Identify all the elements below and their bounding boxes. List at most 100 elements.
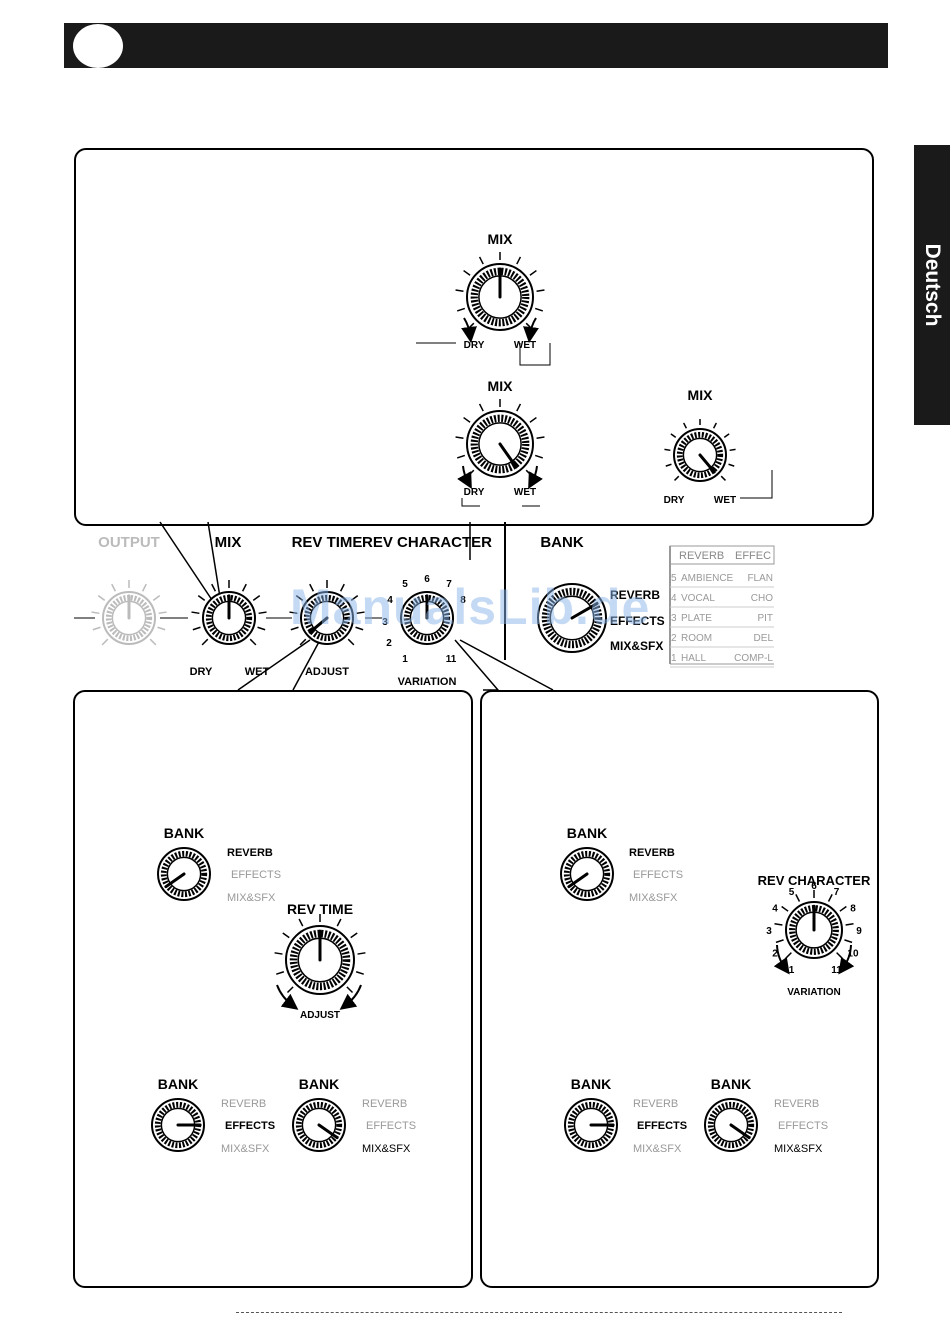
- left-bank2-title: BANK: [158, 1076, 198, 1092]
- panel-bank-mixsfx: MIX&SFX: [610, 639, 663, 653]
- right-bank1-title: BANK: [567, 825, 607, 841]
- rev-character-explanation-box: [480, 690, 879, 1288]
- mix-knob-center: [416, 252, 551, 366]
- mix-knob-center-wet: WET: [514, 340, 536, 351]
- table-row-effect: FLAN: [747, 573, 773, 584]
- left-bank-knob-3: [292, 1098, 346, 1152]
- table-row-effect: COMP-L: [734, 653, 773, 664]
- left-rev-time-adjust: ADJUST: [300, 1010, 340, 1021]
- rev-character-scale-6: 6: [811, 881, 817, 892]
- table-row-effect: CHO: [751, 593, 773, 604]
- left-bank1-effects: EFFECTS: [231, 869, 281, 881]
- right-bank2-mixsfx: MIX&SFX: [633, 1143, 682, 1155]
- table-row-effect: PIT: [757, 613, 773, 624]
- panel-scale-6: 6: [424, 574, 430, 585]
- rev-character-scale-10: 10: [847, 949, 859, 960]
- panel-rev-character-knob: [400, 591, 454, 645]
- left-bank-knob-1: [157, 847, 211, 901]
- right-bank2-reverb: REVERB: [633, 1098, 678, 1110]
- right-bank-knob-2: [564, 1098, 618, 1152]
- mix-knob-right-dry: DRY: [664, 495, 685, 506]
- rev-character-scale-3: 3: [766, 926, 772, 937]
- watermark: ManualsLib.de: [290, 579, 651, 635]
- left-rev-time-title: REV TIME: [287, 901, 353, 917]
- rev-character-scale-1: 1: [789, 965, 795, 976]
- table-header-reverb: REVERB: [679, 550, 724, 562]
- mix-knob-lower-dry: DRY: [464, 487, 485, 498]
- right-rev-character-variation: VARIATION: [787, 987, 841, 998]
- rev-character-scale-8: 8: [850, 904, 856, 915]
- output-knob: [91, 580, 167, 646]
- table-row-reverb: PLATE: [681, 613, 712, 624]
- right-bank3-mixsfx: MIX&SFX: [774, 1143, 823, 1155]
- mix-knob-lower-wet: WET: [514, 487, 536, 498]
- table-row-effect: DEL: [754, 633, 774, 644]
- bank-table-rows: 5 AMBIENCE FLAN 4 VOCAL CHO 3 PLATE PIT 2 ROOM DEL 1…: [670, 573, 774, 668]
- section-marker-circle: [73, 24, 123, 68]
- mix-knob-right: [664, 419, 773, 499]
- panel-rev-character-label: REV CHARACTER: [362, 534, 492, 551]
- left-bank3-mixsfx: MIX&SFX: [362, 1143, 411, 1155]
- panel-bank-knob: [537, 583, 607, 653]
- mix-knob-right-title: MIX: [688, 387, 714, 403]
- right-rev-character-knob: [773, 890, 855, 975]
- rev-character-scale-5: 5: [789, 887, 795, 898]
- left-bank2-mixsfx: MIX&SFX: [221, 1143, 270, 1155]
- panel-mix-wet: WET: [245, 666, 270, 678]
- right-bank-knob-1: [560, 847, 614, 901]
- panel-rev-time-label: REV TIME: [292, 534, 363, 551]
- left-bank3-effects: EFFECTS: [366, 1120, 416, 1132]
- rev-character-scale-9: 9: [856, 926, 862, 937]
- right-rev-character-title: REV CHARACTER: [758, 873, 871, 888]
- mix-knob-lower: [455, 399, 545, 507]
- table-row-number: 3: [671, 613, 677, 624]
- panel-scale-4: 4: [387, 595, 393, 606]
- panel-variation-label: VARIATION: [398, 676, 457, 688]
- right-bank1-reverb: REVERB: [629, 847, 675, 859]
- panel-bank-effects: EFFECTS: [610, 614, 665, 628]
- mix-knob-right-wet: WET: [714, 495, 736, 506]
- panel-mix-dry: DRY: [190, 666, 213, 678]
- panel-bank-label: BANK: [540, 534, 583, 551]
- rev-character-scale-11: 11: [831, 965, 842, 976]
- right-bank3-title: BANK: [711, 1076, 751, 1092]
- panel-scale-1: 1: [402, 654, 408, 665]
- right-bank1-effects: EFFECTS: [633, 869, 683, 881]
- left-bank3-title: BANK: [299, 1076, 339, 1092]
- table-row-reverb: AMBIENCE: [681, 573, 734, 584]
- table-row-number: 5: [671, 573, 677, 584]
- left-bank1-mixsfx: MIX&SFX: [227, 892, 276, 904]
- panel-rev-time-knob: [289, 580, 365, 646]
- table-row-reverb: HALL: [681, 653, 706, 664]
- table-row-number: 1: [671, 653, 677, 664]
- header-bar: [64, 23, 888, 68]
- table-header-effects: EFFEC: [735, 550, 771, 562]
- rev-character-scale-4: 4: [772, 904, 778, 915]
- panel-scale-5: 5: [402, 579, 408, 590]
- right-bank1-mixsfx: MIX&SFX: [629, 892, 678, 904]
- panel-scale-3: 3: [382, 617, 388, 628]
- left-bank2-effects: EFFECTS: [225, 1120, 275, 1132]
- panel-mix-label: MIX: [215, 534, 242, 551]
- rev-time-explanation-box: [73, 690, 473, 1288]
- table-row-number: 2: [671, 633, 677, 644]
- table-row-reverb: VOCAL: [681, 593, 715, 604]
- panel-bank-reverb: REVERB: [610, 588, 660, 602]
- panel-adjust-label: ADJUST: [305, 666, 349, 678]
- panel-scale-7: 7: [446, 579, 452, 590]
- rev-character-scale-2: 2: [772, 949, 778, 960]
- left-rev-time-knob: [274, 914, 366, 1010]
- panel-mix-knob: [191, 580, 267, 646]
- left-bank2-reverb: REVERB: [221, 1098, 266, 1110]
- left-bank3-reverb: REVERB: [362, 1098, 407, 1110]
- table-row-reverb: ROOM: [681, 633, 712, 644]
- panel-scale-11: 11: [446, 654, 457, 665]
- right-bank-knob-3: [704, 1098, 758, 1152]
- left-bank-knob-2: [151, 1098, 205, 1152]
- output-label: OUTPUT: [98, 534, 160, 551]
- mix-knob-center-dry: DRY: [464, 340, 485, 351]
- left-bank1-reverb: REVERB: [227, 847, 273, 859]
- footer-dashed-line: [236, 1312, 842, 1313]
- table-row-number: 4: [671, 593, 677, 604]
